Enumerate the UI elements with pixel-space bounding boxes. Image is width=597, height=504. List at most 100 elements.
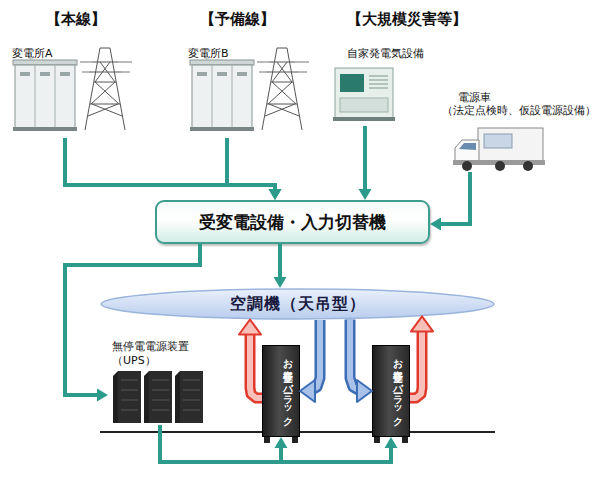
node-label: 自家発電気設備	[347, 46, 424, 61]
power-arrow	[160, 425, 288, 462]
arrow-head	[411, 316, 433, 331]
generator-unit	[369, 76, 388, 88]
substation-cabinet	[190, 127, 254, 131]
arrow-body	[250, 334, 262, 398]
arrow-head	[300, 380, 315, 402]
arrow-head	[430, 218, 441, 231]
arrow-outline	[410, 330, 422, 398]
power-arrow	[430, 172, 470, 231]
line-heading: 【本線】	[46, 10, 106, 29]
power-arrow	[359, 126, 372, 200]
connector-line	[363, 126, 367, 190]
ups-cabinet	[113, 371, 203, 423]
power-truck	[453, 128, 545, 171]
node-label: 変電所A	[12, 46, 53, 61]
airflow-arrow	[300, 320, 320, 402]
substation-cabinet	[60, 72, 70, 76]
power-truck-node: 電源車（法定点検時、仮設電源設備）	[440, 90, 592, 172]
arrow-head	[274, 277, 287, 288]
generator-unit	[335, 68, 393, 118]
substation-cabinet	[20, 72, 30, 76]
substation-cabinet	[40, 72, 50, 76]
substation-cabinet	[35, 65, 36, 128]
arrow-head	[359, 189, 372, 200]
rack-feet	[264, 436, 270, 443]
ups-cabinet	[180, 371, 203, 423]
arrow-head	[385, 437, 398, 448]
substation-cabinet	[212, 65, 213, 128]
rack-feet	[402, 436, 408, 443]
airflow-arrow	[239, 320, 262, 398]
power-truck	[462, 161, 472, 171]
ups-cabinet	[152, 380, 169, 410]
power-arrow	[65, 244, 200, 402]
substation-cabinet	[190, 60, 254, 65]
power-arrow	[227, 138, 282, 200]
ups-cabinet	[118, 371, 141, 423]
substation-node: 【本線】変電所A	[8, 8, 138, 138]
substation-cabinet	[217, 72, 227, 76]
transmission-tower	[88, 62, 122, 116]
substation-cabinet	[197, 72, 207, 76]
ups-cabinet	[149, 371, 172, 423]
airflow-arrow	[410, 316, 433, 398]
arrow-outline	[310, 320, 320, 391]
power-truck	[495, 161, 505, 171]
arrow-body	[350, 319, 360, 391]
arrow-head	[97, 389, 108, 402]
substation-node: 【予備線】変電所B	[182, 8, 307, 138]
ellipse-label: 空調機（天吊型）	[230, 294, 366, 315]
connector-line	[227, 138, 275, 190]
power-truck	[478, 128, 543, 164]
arrow-head	[269, 189, 282, 200]
substation-cabinet	[192, 65, 252, 128]
ups-cabinet	[183, 380, 200, 410]
substation-cabinet	[190, 60, 254, 131]
substation-cabinet	[55, 65, 56, 128]
arrow-head	[357, 380, 372, 402]
substation-cabinet	[13, 60, 77, 131]
arrow-head	[275, 437, 288, 448]
substation-cabinet	[13, 60, 77, 65]
node-label: 電源車	[458, 90, 491, 105]
power-truck	[523, 161, 533, 171]
connector-line	[160, 425, 281, 462]
arrow-outline	[350, 319, 360, 391]
rack-feet	[292, 436, 298, 443]
power-truck	[484, 134, 512, 148]
box-label: 受変電設備・入力切替機	[199, 211, 386, 234]
server-rack: お客様 サーバーラック	[372, 345, 410, 437]
rack-label: お客様 サーバーラック	[392, 352, 404, 432]
transmission-tower	[257, 48, 309, 130]
transmission-tower	[85, 48, 125, 130]
node-label: 無停電電源装置 （UPS）	[112, 340, 196, 369]
rack-feet	[374, 436, 380, 443]
air-conditioner-ellipse: 空調機（天吊型）	[100, 288, 495, 320]
ups-node: 無停電電源装置 （UPS）	[108, 340, 208, 425]
transmission-tower	[80, 48, 132, 130]
arrow-body	[410, 330, 422, 398]
ups-cabinet	[121, 380, 138, 410]
server-rack: お客様 サーバーラック	[262, 345, 300, 437]
ups-cabinet	[175, 371, 203, 423]
generator-unit	[340, 74, 364, 92]
substation-cabinet	[237, 72, 247, 76]
generator-unit	[333, 68, 395, 121]
line-heading: 【大規模災害等】	[347, 10, 467, 29]
transmission-tower	[80, 62, 132, 72]
connector-line	[278, 244, 282, 278]
rack-feet	[264, 436, 408, 443]
rack-label: お客様 サーバーラック	[282, 352, 294, 432]
generator-unit	[340, 98, 388, 112]
power-arrow	[274, 244, 287, 288]
connector-line	[440, 172, 470, 224]
switchgear-box: 受変電設備・入力切替機	[155, 200, 430, 244]
ups-cabinet	[144, 371, 172, 423]
power-arrow	[160, 425, 398, 462]
arrow-body	[310, 320, 320, 391]
substation-cabinet	[15, 65, 75, 128]
line-heading: 【予備線】	[200, 10, 275, 29]
arrow-head	[239, 320, 261, 335]
generator-unit	[333, 117, 395, 121]
